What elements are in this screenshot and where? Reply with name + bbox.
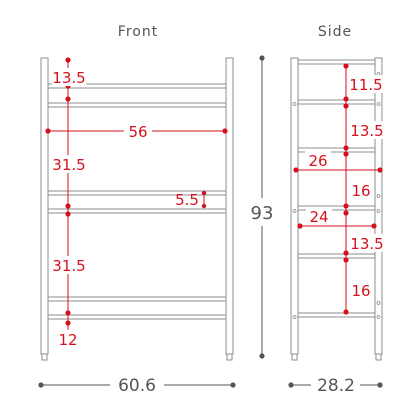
side-shelf-rails: [297, 59, 376, 318]
front-shelf-middle: [47, 190, 227, 214]
front-shelf-top: [47, 83, 227, 108]
side-dimension-labels: 11.5 13.5 26 16 24 13.5 16: [305, 75, 385, 300]
front-top-gap-label: 13.5: [52, 69, 85, 87]
front-shelf-thickness-label: 5.5: [175, 191, 199, 209]
side-depth-lower-label: 24: [309, 208, 328, 226]
side-total-depth-label: 28.2: [317, 376, 355, 396]
front-view-title: Front: [118, 24, 158, 40]
side-gap-2-label: 13.5: [350, 122, 383, 140]
front-shelf-bottom: [47, 296, 227, 320]
front-total-width-label: 60.6: [118, 376, 156, 396]
side-gap-5-label: 16: [351, 282, 370, 300]
front-right-post: [225, 57, 234, 361]
front-view: Front: [38, 24, 236, 396]
side-gap-4-label: 13.5: [350, 235, 383, 253]
front-left-post: [40, 57, 49, 361]
side-depth-upper-markers: [293, 167, 383, 173]
side-view: Side: [288, 24, 385, 396]
front-total-width-dimension: 60.6: [38, 376, 236, 396]
side-gap-1-label: 11.5: [349, 76, 382, 94]
front-width-marker-right: [222, 128, 228, 134]
side-depth-lower-markers: [297, 223, 377, 229]
side-post-holes: [292, 72, 381, 319]
front-width-marker-left: [45, 128, 51, 134]
front-dimension-labels: 13.5 56 31.5 5.5 31.5 12: [52, 68, 199, 349]
front-inner-width-label: 56: [128, 123, 147, 141]
side-total-depth-dimension: 28.2: [288, 376, 383, 396]
side-depth-upper-label: 26: [308, 152, 327, 170]
total-height-label: 93: [251, 203, 274, 224]
side-vertical-dimension-markers: [343, 63, 349, 315]
side-gap-3-label: 16: [351, 182, 370, 200]
side-view-title: Side: [318, 24, 352, 40]
front-shelf-thickness-markers: [201, 190, 207, 209]
front-gap-lower-label: 31.5: [52, 257, 85, 275]
total-height-dimension: 93: [251, 55, 274, 359]
front-bottom-gap-label: 12: [58, 331, 77, 349]
front-gap-upper-label: 31.5: [52, 156, 85, 174]
